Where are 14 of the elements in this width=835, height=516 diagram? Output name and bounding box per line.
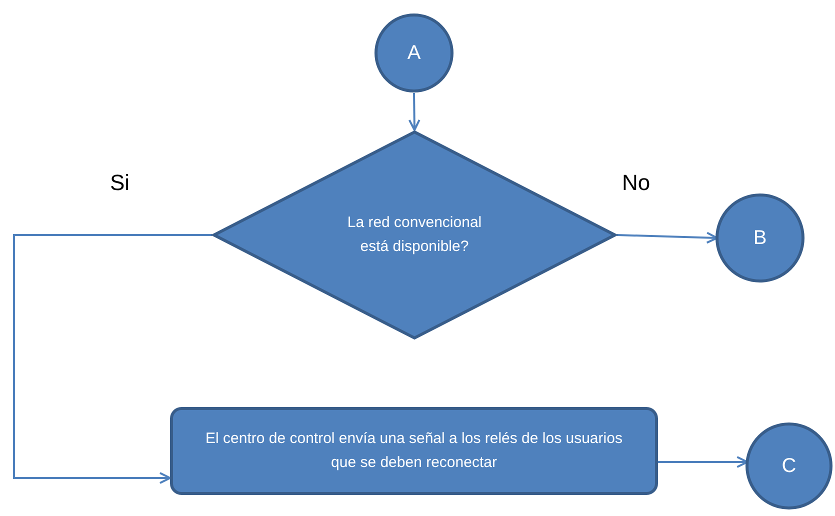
- node-text: El centro de control envía una señal a los relés de los usuarios que se deben reconectar: [204, 429, 624, 473]
- arrow: [13, 234, 212, 484]
- arrow: [616, 232, 718, 244]
- arrow: [658, 456, 748, 468]
- arrow: [408, 92, 420, 131]
- node-text: C: [782, 454, 796, 479]
- node-text: B: [753, 226, 767, 251]
- connector-circle: [745, 422, 833, 510]
- node-text: A: [407, 41, 421, 66]
- connector-circle: [715, 193, 805, 283]
- node-text: La red convencional está disponible?: [346, 213, 483, 257]
- decision-diamond: [212, 130, 617, 340]
- connector-circle: [374, 13, 454, 93]
- process-box: [170, 407, 658, 495]
